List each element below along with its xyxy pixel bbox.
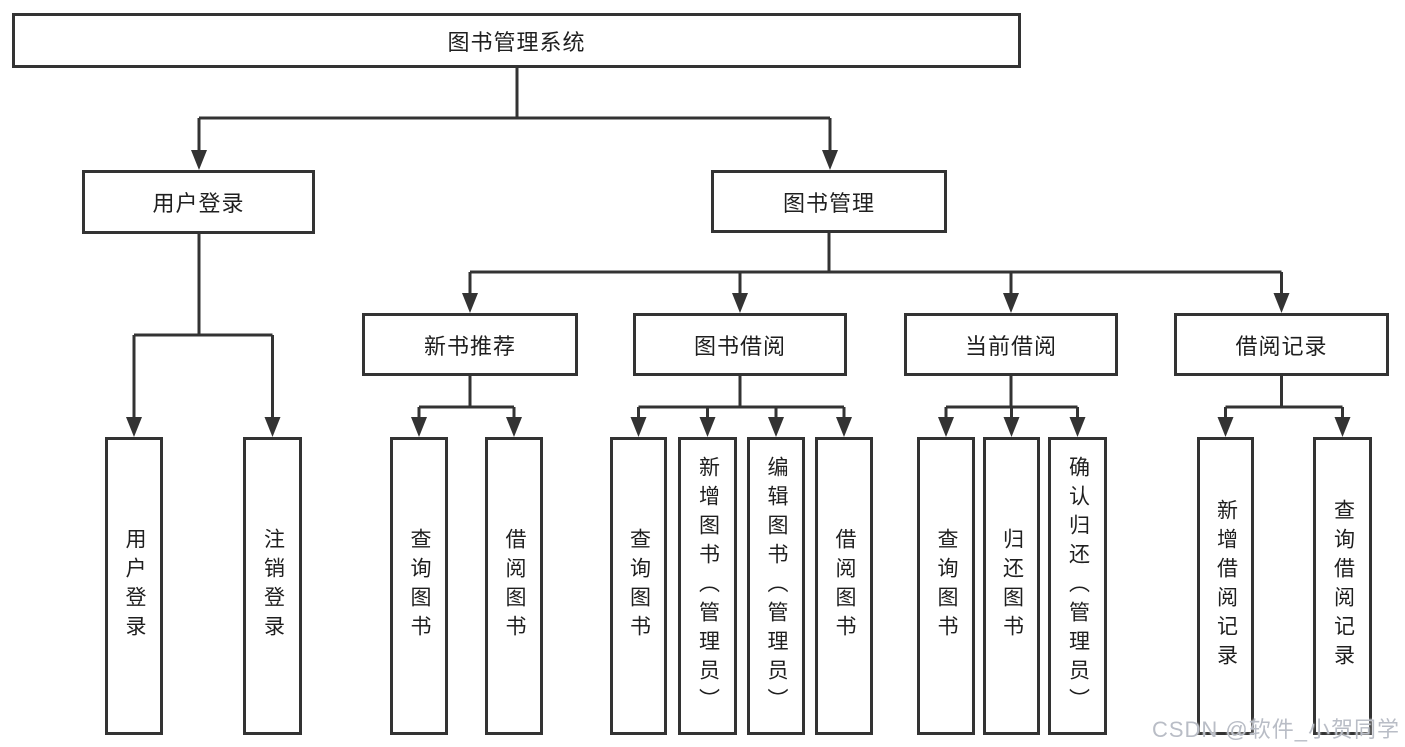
leaf-user-login-label: 用户登录 — [123, 528, 147, 644]
arrow-down-icon — [768, 417, 784, 437]
leaf-borrow-borrow: 借阅图书 — [815, 437, 873, 735]
leaf-borrow-edit: 编辑图书（管理员） — [747, 437, 805, 735]
connector-book-mgmt-bus — [468, 233, 1283, 295]
connector-current-borrow-bus — [944, 376, 1079, 419]
node-book-borrow-label: 图书借阅 — [693, 333, 786, 359]
arrow-down-icon — [506, 417, 522, 437]
leaf-current-return: 归还图书 — [983, 437, 1040, 735]
leaf-newbook-query-label: 查询图书 — [408, 528, 432, 644]
node-current-borrow-label: 当前借阅 — [964, 333, 1057, 359]
leaf-borrow-edit-label: 编辑图书（管理员） — [765, 455, 789, 717]
leaf-borrow-add: 新增图书（管理员） — [678, 437, 737, 735]
leaf-borrow-query: 查询图书 — [610, 437, 667, 735]
leaf-current-return-label: 归还图书 — [1000, 528, 1024, 644]
leaf-newbook-query: 查询图书 — [390, 437, 448, 735]
arrow-down-icon — [1334, 417, 1351, 437]
node-book-mgmt: 图书管理 — [711, 170, 947, 233]
connector-book-borrow-bus — [637, 376, 846, 419]
connector-user-login-bus — [132, 234, 274, 419]
leaf-current-confirm-label: 确认归还（管理员） — [1066, 455, 1090, 717]
connector-borrow-record-bus — [1224, 376, 1344, 419]
leaf-record-add-label: 新增借阅记录 — [1214, 499, 1238, 673]
arrow-down-icon — [264, 417, 281, 437]
leaf-newbook-borrow-label: 借阅图书 — [503, 528, 527, 644]
node-user-login: 用户登录 — [82, 170, 315, 234]
leaf-current-query: 查询图书 — [917, 437, 975, 735]
arrow-down-icon — [699, 417, 716, 437]
arrow-down-icon — [1003, 293, 1019, 313]
leaf-borrow-add-label: 新增图书（管理员） — [696, 455, 720, 717]
arrow-down-icon — [1273, 293, 1290, 313]
leaf-borrow-query-label: 查询图书 — [627, 528, 651, 644]
node-borrow-record: 借阅记录 — [1174, 313, 1389, 376]
arrow-down-icon — [411, 417, 427, 437]
node-book-borrow: 图书借阅 — [633, 313, 847, 376]
node-borrow-record-label: 借阅记录 — [1235, 333, 1328, 359]
arrow-down-icon — [1069, 417, 1086, 437]
node-book-mgmt-label: 图书管理 — [782, 190, 875, 216]
connector-root-bus — [197, 68, 832, 152]
leaf-borrow-borrow-label: 借阅图书 — [833, 528, 857, 644]
arrow-down-icon — [1003, 417, 1020, 437]
arrow-down-icon — [630, 417, 647, 437]
arrow-down-icon — [1217, 417, 1234, 437]
leaf-newbook-borrow: 借阅图书 — [485, 437, 543, 735]
leaf-logout: 注销登录 — [243, 437, 302, 735]
node-root: 图书管理系统 — [12, 13, 1021, 68]
arrow-down-icon — [191, 150, 207, 170]
leaf-record-query-label: 查询借阅记录 — [1331, 499, 1355, 673]
node-current-borrow: 当前借阅 — [904, 313, 1118, 376]
leaf-current-confirm: 确认归还（管理员） — [1048, 437, 1107, 735]
node-user-login-label: 用户登录 — [152, 191, 245, 216]
arrow-down-icon — [938, 417, 954, 437]
node-new-book-rec: 新书推荐 — [362, 313, 578, 376]
leaf-user-login: 用户登录 — [105, 437, 163, 735]
leaf-record-query: 查询借阅记录 — [1313, 437, 1372, 735]
leaf-record-add: 新增借阅记录 — [1197, 437, 1254, 735]
node-root-label: 图书管理系统 — [447, 29, 586, 55]
leaf-current-query-label: 查询图书 — [935, 528, 959, 644]
arrow-down-icon — [732, 293, 748, 313]
arrow-down-icon — [822, 150, 838, 170]
connector-new-book-bus — [417, 376, 516, 419]
node-new-book-rec-label: 新书推荐 — [423, 333, 516, 359]
watermark: CSDN @软件_小贺同学 — [1151, 717, 1400, 742]
arrow-down-icon — [836, 417, 852, 437]
arrow-down-icon — [462, 293, 478, 313]
arrow-down-icon — [126, 417, 142, 437]
leaf-logout-label: 注销登录 — [261, 528, 285, 644]
